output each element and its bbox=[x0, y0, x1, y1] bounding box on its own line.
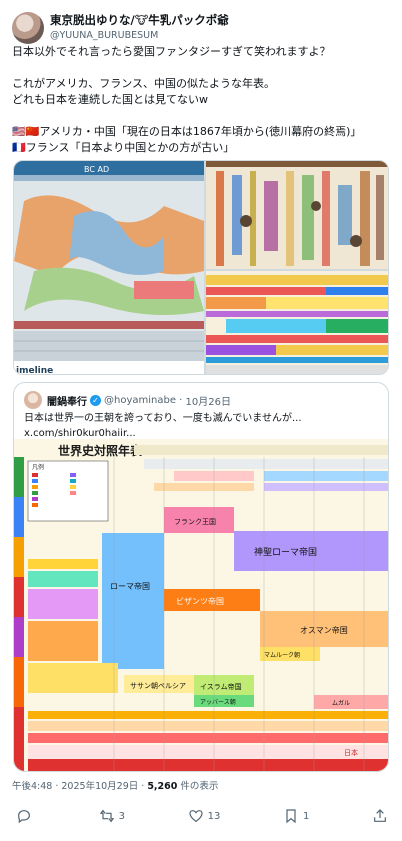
view-count-label: 件の表示 bbox=[177, 781, 219, 792]
tweet-text: 日本以外でそれ言ったら愛国ファンタジーすぎて笑われますよ？ これがアメリカ、フラ… bbox=[12, 45, 362, 154]
chart-title: 世界史対照年表 bbox=[58, 443, 143, 458]
view-count: 5,260 bbox=[147, 781, 178, 792]
author-display-name[interactable]: 東京脱出ゆりな/🐮牛乳パックポ爺 bbox=[50, 13, 229, 28]
verified-badge-icon: ✓ bbox=[90, 394, 101, 406]
reply-button[interactable] bbox=[16, 808, 36, 824]
legend-title: 凡例 bbox=[32, 463, 44, 471]
quoted-tweet-body: 日本は世界一の王朝を誇っており、一度も滅んでいませんが... bbox=[24, 413, 302, 424]
timeline-image-1-graphic: BC AD imeline bbox=[14, 161, 204, 375]
label-mamluk: マムルーク朝 bbox=[264, 651, 300, 659]
label-sasanian: ササン朝ペルシア bbox=[130, 682, 186, 690]
heart-icon bbox=[189, 810, 203, 823]
label-rome: ローマ帝国 bbox=[110, 581, 150, 591]
label-france: フランク王国 bbox=[174, 518, 216, 526]
quoted-dot: · bbox=[176, 394, 186, 406]
quoted-tweet-header: 闇鍋奉行 ✓ @hoyaminabe · 10月26日 bbox=[24, 391, 231, 409]
quoted-tweet[interactable]: 闇鍋奉行 ✓ @hoyaminabe · 10月26日 日本は世界一の王朝を誇っ… bbox=[13, 382, 389, 772]
author-avatar[interactable] bbox=[12, 12, 44, 44]
label-byzantine: ビザンツ帝国 bbox=[176, 596, 224, 606]
bookmark-icon bbox=[286, 809, 296, 824]
label-mughal: ムガル bbox=[332, 699, 350, 707]
media-grid[interactable]: BC AD imeline bbox=[13, 160, 389, 375]
timeline-image-3[interactable] bbox=[206, 271, 388, 374]
tweet-header: 東京脱出ゆりな/🐮牛乳パックポ爺 @YUUNA_BURUBESUM bbox=[12, 8, 390, 48]
quoted-author-name: 闇鍋奉行 bbox=[47, 396, 87, 408]
timeline-image-3-graphic bbox=[206, 271, 388, 374]
label-ottoman: オスマン帝国 bbox=[300, 625, 348, 635]
quoted-tweet-link[interactable]: x.com/shir0kur0haiir... bbox=[24, 428, 136, 439]
author-handle[interactable]: @YUUNA_BURUBESUM bbox=[50, 30, 159, 42]
tweet-actions: 3 13 1 bbox=[16, 808, 388, 824]
author-names: 東京脱出ゆりな/🐮牛乳パックポ爺 @YUUNA_BURUBESUM bbox=[50, 13, 229, 42]
share-button[interactable] bbox=[372, 808, 388, 824]
bookmark-button[interactable]: 1 bbox=[283, 808, 309, 824]
timeline-image-2-graphic bbox=[206, 161, 388, 269]
timestamp-time[interactable]: 午後4:48 · 2025年10月29日 · bbox=[12, 781, 148, 792]
repost-count: 3 bbox=[118, 810, 125, 822]
label-japan: 日本 bbox=[344, 748, 358, 757]
reply-icon bbox=[18, 810, 30, 824]
quoted-date: 10月26日 bbox=[185, 396, 231, 408]
label-abbasid: アッバース朝 bbox=[200, 698, 236, 706]
like-button[interactable]: 13 bbox=[188, 808, 221, 824]
bookmark-count: 1 bbox=[302, 810, 310, 822]
timeline-image-2[interactable] bbox=[206, 161, 388, 269]
timeline-image-1-footer: imeline bbox=[16, 366, 53, 375]
tweet-timestamp: 午後4:48 · 2025年10月29日 · 5,260 件の表示 bbox=[12, 778, 218, 792]
timeline-image-1-label: BC AD bbox=[84, 165, 109, 174]
quoted-tweet-text: 日本は世界一の王朝を誇っており、一度も滅んでいませんが... x.com/shi… bbox=[24, 411, 380, 441]
quoted-author-handle: @hoyaminabe bbox=[104, 394, 176, 406]
repost-icon bbox=[99, 809, 114, 823]
share-icon bbox=[374, 809, 386, 822]
repost-button[interactable]: 3 bbox=[99, 808, 125, 824]
timeline-image-1[interactable]: BC AD imeline bbox=[14, 161, 204, 375]
quoted-tweet-image[interactable]: 世界史対照年表 凡例 bbox=[14, 439, 388, 771]
world-history-chart-graphic: 世界史対照年表 凡例 bbox=[14, 439, 388, 771]
like-count: 13 bbox=[207, 810, 221, 822]
label-hre: 神聖ローマ帝国 bbox=[254, 546, 317, 558]
quoted-author-avatar bbox=[24, 391, 42, 409]
label-islam: イスラム帝国 bbox=[200, 682, 242, 691]
